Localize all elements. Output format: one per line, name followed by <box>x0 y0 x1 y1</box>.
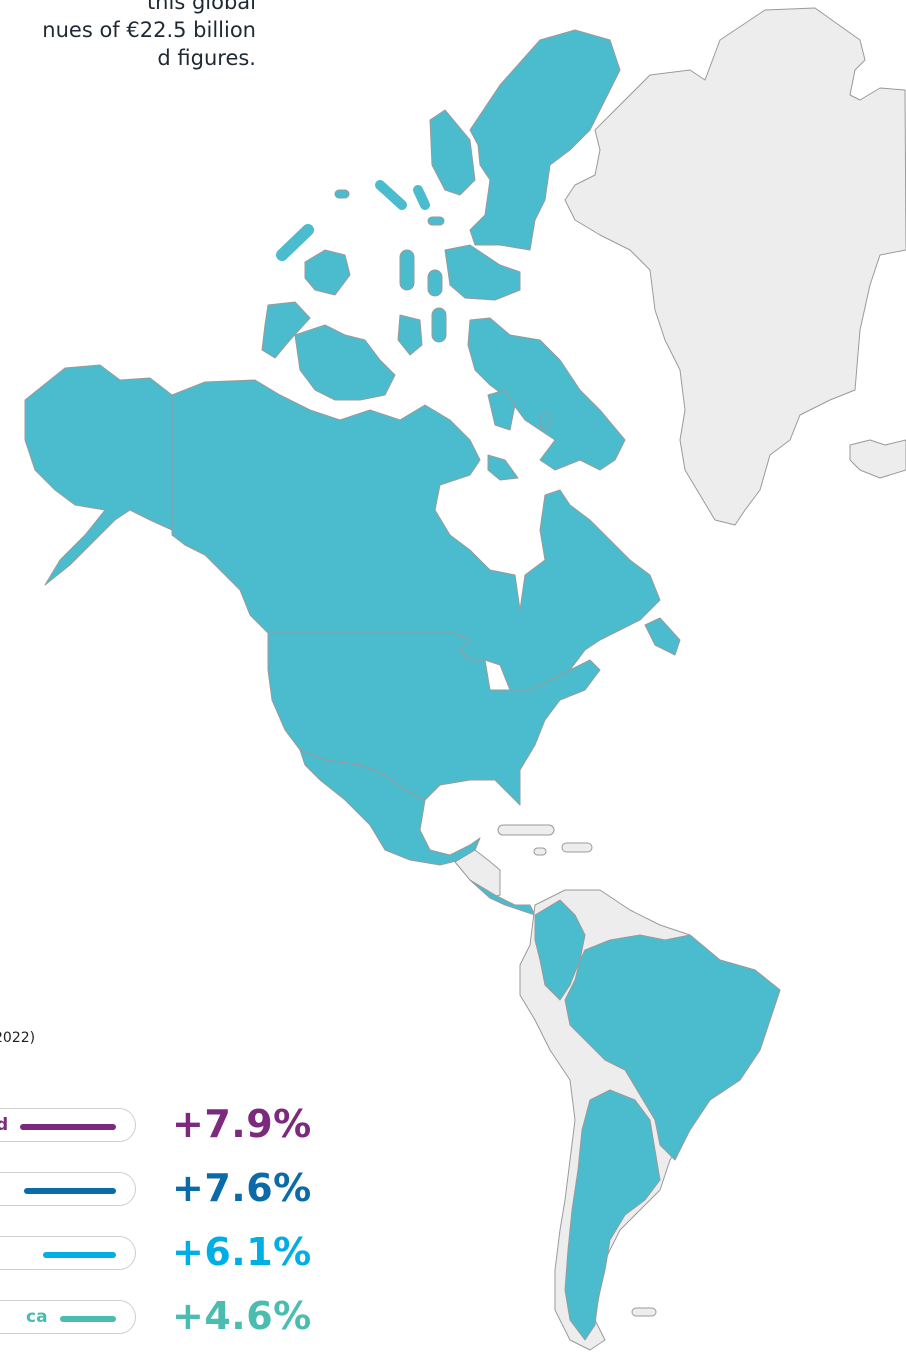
arctic-island <box>334 189 350 199</box>
hudson-bay-region <box>445 495 540 570</box>
legend-percent: +6.1% <box>172 1230 312 1274</box>
caribbean-island <box>497 824 555 836</box>
intro-line: nues of €22.5 billion <box>42 18 256 42</box>
greenland-region <box>564 7 906 526</box>
brazil-region <box>564 934 781 1161</box>
arctic-island <box>539 412 551 430</box>
arctic-island <box>304 249 351 296</box>
intro-line: d figures. <box>157 46 256 70</box>
iceland-region <box>849 439 906 479</box>
arctic-island <box>429 109 476 196</box>
legend-row: ca +4.6% <box>0 1294 906 1338</box>
legend-label: d <box>0 1115 9 1135</box>
intro-text: this global nues of €22.5 billion d figu… <box>0 0 256 72</box>
arctic-island <box>294 324 396 401</box>
arctic-island <box>375 180 407 210</box>
argentina-region <box>564 1089 661 1341</box>
arctic-island <box>397 314 423 356</box>
colombia-region <box>534 899 586 1001</box>
legend-caption: 2022) <box>0 1030 36 1046</box>
legend-pill <box>0 1172 136 1206</box>
legend-bar <box>43 1252 116 1258</box>
caribbean-island <box>533 847 547 856</box>
legend-label: ca <box>26 1307 48 1327</box>
arctic-island <box>487 454 519 481</box>
intro-line: this global <box>146 0 256 14</box>
mexico-region <box>299 749 481 866</box>
legend-pill: d <box>0 1108 136 1142</box>
arctic-island <box>276 224 314 261</box>
arctic-island <box>444 244 521 301</box>
ellesmere-island-region <box>469 29 621 251</box>
falkland-islands <box>631 1307 657 1317</box>
legend-bar <box>20 1124 116 1130</box>
arctic-island <box>413 185 430 210</box>
arctic-island <box>399 249 415 291</box>
legend-bar <box>24 1188 116 1194</box>
arctic-island <box>644 617 681 656</box>
arctic-island <box>427 216 445 226</box>
caribbean-island <box>561 842 593 853</box>
arctic-island <box>487 389 516 431</box>
legend-pill <box>0 1236 136 1270</box>
legend-percent: +7.9% <box>172 1102 312 1146</box>
legend-row: +6.1% <box>0 1230 906 1274</box>
legend-row: +7.6% <box>0 1166 906 1210</box>
arctic-island <box>261 301 311 359</box>
arctic-island <box>431 307 447 343</box>
legend-percent: +7.6% <box>172 1166 312 1210</box>
baffin-island-region <box>467 317 626 471</box>
legend-bar <box>60 1316 116 1322</box>
legend-pill: ca <box>0 1300 136 1334</box>
arctic-island <box>427 269 443 297</box>
alaska-region <box>24 364 173 586</box>
legend-row: d +7.9% <box>0 1102 906 1146</box>
legend-percent: +4.6% <box>172 1294 312 1338</box>
